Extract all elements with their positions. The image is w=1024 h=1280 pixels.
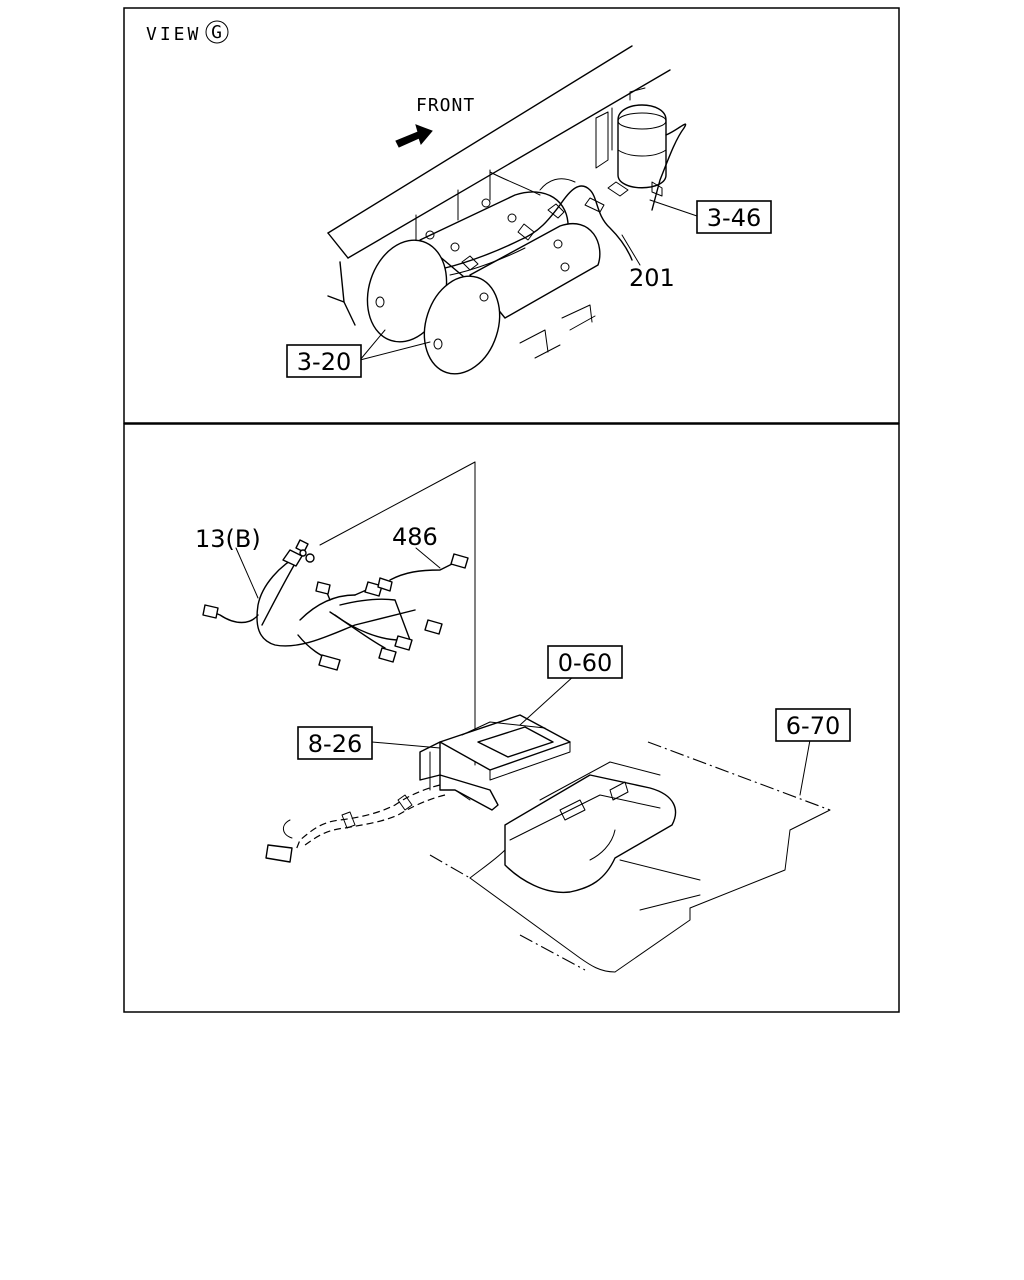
callout-air-dryer-label: 3-46 bbox=[707, 204, 761, 232]
front-indicator: FRONT bbox=[395, 95, 475, 148]
bottom-panel-frame bbox=[123, 423, 900, 1013]
control-unit-assembly bbox=[419, 714, 571, 811]
floor-panel bbox=[429, 741, 831, 973]
leader-pipe bbox=[621, 234, 641, 266]
callout-pipe-label: 201 bbox=[629, 264, 675, 292]
leader-sub-harness bbox=[415, 547, 441, 569]
view-letter-circle bbox=[205, 20, 229, 44]
callout-bracket: 8-26 bbox=[297, 726, 373, 760]
leader-harness bbox=[235, 547, 259, 599]
front-label: FRONT bbox=[416, 95, 475, 116]
callout-control-unit-label: 0-60 bbox=[558, 649, 612, 677]
callout-floor-panel: 6-70 bbox=[775, 708, 851, 742]
callout-control-unit: 0-60 bbox=[547, 645, 623, 679]
callout-air-tanks-label: 3-20 bbox=[297, 348, 351, 376]
leader-tank-a bbox=[359, 329, 386, 361]
callout-bracket-label: 8-26 bbox=[308, 730, 362, 758]
sensor-harness bbox=[265, 784, 446, 863]
air-piping bbox=[444, 171, 633, 276]
air-tanks bbox=[366, 191, 601, 375]
sub-harness bbox=[377, 553, 469, 592]
view-title: VIEW bbox=[146, 24, 201, 45]
callout-air-dryer: 3-46 bbox=[696, 200, 772, 234]
view-heading: VIEW G bbox=[146, 20, 229, 45]
top-panel-frame bbox=[123, 7, 900, 424]
callout-floor-panel-label: 6-70 bbox=[786, 712, 840, 740]
view-letter: G bbox=[211, 22, 223, 43]
front-arrow-icon bbox=[395, 124, 433, 148]
callout-sub-harness-label: 486 bbox=[392, 523, 438, 551]
air-dryer bbox=[607, 87, 687, 211]
callout-air-tanks: 3-20 bbox=[286, 344, 362, 378]
leader-air-dryer bbox=[649, 199, 698, 217]
leader-control-unit bbox=[519, 674, 576, 726]
leader-bracket bbox=[371, 741, 441, 749]
chassis-frame-rail bbox=[327, 45, 671, 326]
wiring-harness bbox=[202, 539, 443, 671]
view-boundary-upper bbox=[319, 461, 476, 546]
leader-tank-b bbox=[359, 341, 431, 361]
callout-harness-label: 13(B) bbox=[195, 525, 261, 553]
leader-floor-panel bbox=[799, 739, 811, 796]
